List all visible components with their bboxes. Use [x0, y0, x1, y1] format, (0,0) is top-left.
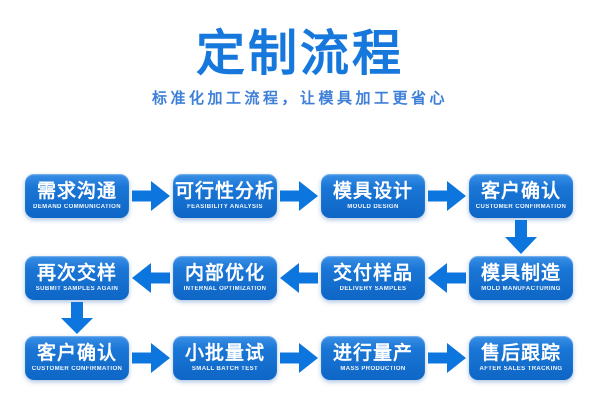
arrow-right-icon	[277, 336, 321, 380]
flow-step-delivery-samples: 交付样品 DELIVERY SAMPLES	[321, 256, 425, 300]
process-flowchart: 需求沟通 DEMAND COMMUNICATION 可行性分析 FEASIBIL…	[25, 174, 573, 380]
step-label-en: SUBMIT SAMPLES AGAIN	[35, 285, 119, 292]
flow-step-internal-optimization: 内部优化 INTERNAL OPTIMIZATION	[173, 256, 277, 300]
step-label-zh: 内部优化	[184, 263, 265, 285]
step-label-zh: 小批量试	[184, 343, 265, 365]
step-label-zh: 再次交样	[36, 263, 117, 285]
step-label-en: DEMAND COMMUNICATION	[33, 203, 121, 210]
flow-step-mould-design: 模具设计 MOULD DESIGN	[321, 174, 425, 218]
arrow-right-icon	[425, 174, 469, 218]
arrow-left-icon	[129, 256, 173, 300]
page-subtitle: 标准化加工流程，让模具加工更省心	[151, 90, 448, 107]
flow-step-demand-communication: 需求沟通 DEMAND COMMUNICATION	[25, 174, 129, 218]
flow-step-feasibility-analysis: 可行性分析 FEASIBILITY ANALYSIS	[173, 174, 277, 218]
page-title: 定制流程	[195, 27, 404, 81]
step-label-en: CUSTOMER CONFIRMATION	[475, 203, 567, 210]
arrow-right-icon	[129, 336, 173, 380]
arrow-right-icon	[129, 174, 173, 218]
step-label-en: INTERNAL OPTIMIZATION	[183, 285, 267, 292]
step-label-zh: 进行量产	[332, 343, 413, 365]
step-label-zh: 需求沟通	[36, 181, 117, 203]
arrow-left-icon	[277, 256, 321, 300]
flow-step-mold-manufacturing: 模具制造 MOLD MANUFACTURING	[469, 256, 573, 300]
arrow-down-icon	[25, 300, 129, 336]
flow-step-mass-production: 进行量产 MASS PRODUCTION	[321, 336, 425, 380]
flow-step-small-batch-test: 小批量试 SMALL BATCH TEST	[173, 336, 277, 380]
step-label-en: AFTER SALES TRACKING	[479, 365, 563, 372]
arrow-down-icon	[469, 218, 573, 256]
step-label-en: MOULD DESIGN	[347, 203, 399, 210]
step-label-en: MASS PRODUCTION	[340, 365, 406, 372]
step-label-zh: 可行性分析	[174, 181, 275, 203]
flow-step-submit-samples-again: 再次交样 SUBMIT SAMPLES AGAIN	[25, 256, 129, 300]
arrow-left-icon	[425, 256, 469, 300]
arrow-right-icon	[425, 336, 469, 380]
step-label-zh: 客户确认	[480, 181, 561, 203]
step-label-en: MOLD MANUFACTURING	[481, 285, 561, 292]
flow-step-after-sales-tracking: 售后跟踪 AFTER SALES TRACKING	[469, 336, 573, 380]
arrow-right-icon	[277, 174, 321, 218]
step-label-zh: 客户确认	[36, 343, 117, 365]
step-label-en: CUSTOMER CONFIRMATION	[31, 365, 123, 372]
step-label-zh: 模具设计	[332, 181, 413, 203]
step-label-en: FEASIBILITY ANALYSIS	[187, 203, 263, 210]
step-label-zh: 模具制造	[480, 263, 561, 285]
flow-step-customer-confirmation-1: 客户确认 CUSTOMER CONFIRMATION	[469, 174, 573, 218]
step-label-en: SMALL BATCH TEST	[191, 365, 259, 372]
step-label-zh: 交付样品	[332, 263, 413, 285]
step-label-zh: 售后跟踪	[480, 343, 561, 365]
step-label-en: DELIVERY SAMPLES	[339, 285, 407, 292]
flow-step-customer-confirmation-2: 客户确认 CUSTOMER CONFIRMATION	[25, 336, 129, 380]
